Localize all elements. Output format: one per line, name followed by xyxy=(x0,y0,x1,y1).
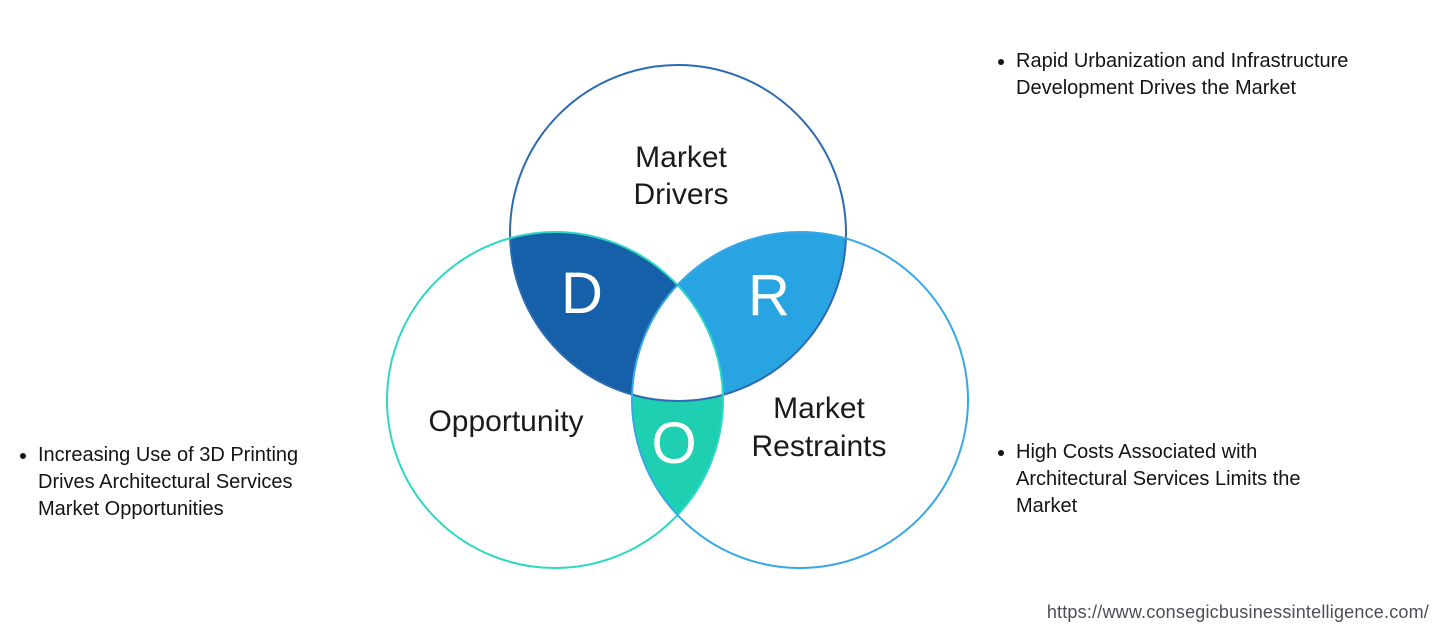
annotation-opportunity: Increasing Use of 3D Printing Drives Arc… xyxy=(20,442,338,523)
source-url: https://www.consegicbusinessintelligence… xyxy=(1046,602,1429,622)
circle-market-restraints xyxy=(631,231,969,569)
label-market-drivers-line1: Market xyxy=(635,141,727,174)
annotation-opportunity-text: Increasing Use of 3D Printing Drives Arc… xyxy=(38,444,299,520)
intersection-letter-r: R xyxy=(748,263,790,328)
annotation-drivers-text: Rapid Urbanization and Infrastructure De… xyxy=(1016,50,1349,99)
annotation-drivers: Rapid Urbanization and Infrastructure De… xyxy=(998,48,1416,102)
label-market-restraints-line2: Restraints xyxy=(751,430,886,463)
label-market-restraints-line1: Market xyxy=(773,392,865,425)
bullet-dot-icon xyxy=(998,59,1004,65)
annotation-restraints: High Costs Associated with Architectural… xyxy=(998,439,1346,520)
annotation-restraints-text: High Costs Associated with Architectural… xyxy=(1016,441,1301,517)
label-market-drivers-line2: Drivers xyxy=(634,178,729,211)
bullet-dot-icon xyxy=(20,453,26,459)
circle-opportunity xyxy=(386,231,724,569)
bullet-dot-icon xyxy=(998,450,1004,456)
intersection-letter-o: O xyxy=(651,411,696,476)
circle-market-drivers xyxy=(509,64,847,402)
intersection-letter-d: D xyxy=(561,261,603,326)
label-opportunity: Opportunity xyxy=(428,405,583,438)
